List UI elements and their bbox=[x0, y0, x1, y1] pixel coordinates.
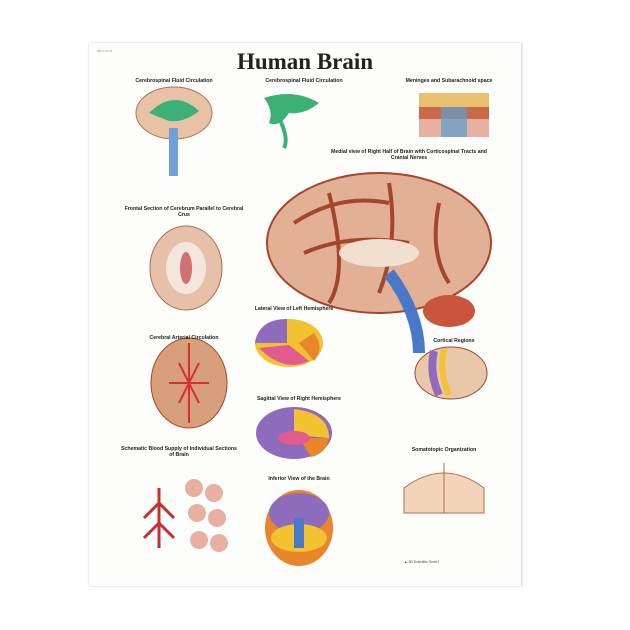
section-title-csf-2: Cerebrospinal Fluid Circulation bbox=[265, 78, 343, 84]
section-title-arterial: Cerebral Arterial Circulation bbox=[149, 335, 219, 341]
arterial-circulation-figure bbox=[150, 337, 228, 429]
product-code: VR 4 / 5 / 0 bbox=[97, 49, 113, 53]
inferior-view-figure bbox=[265, 490, 333, 566]
sagittal-view-figure bbox=[256, 407, 332, 459]
section-title-somatotopic: Somatotopic Organization bbox=[411, 447, 477, 453]
publisher-name: 3B Scientific GmbH bbox=[408, 560, 439, 564]
section-title-inferior: Inferior View of the Brain bbox=[268, 476, 330, 482]
publisher-logo: ▲ 3B Scientific GmbH bbox=[404, 560, 439, 564]
somatotopic-figure bbox=[403, 463, 485, 514]
lateral-view-figure bbox=[255, 319, 323, 367]
csf-sagittal-figure bbox=[135, 86, 213, 176]
section-title-frontal: Frontal Section of Cerebrum Parallel to … bbox=[124, 206, 244, 218]
poster-title: Human Brain bbox=[236, 49, 374, 74]
poster: VR 4 / 5 / 0 Human Brain bbox=[89, 43, 522, 586]
section-title-medial: Medial view of Right Half of Brain with … bbox=[331, 149, 487, 161]
frontal-section-figure bbox=[149, 225, 223, 311]
section-title-sagittal: Sagittal View of Right Hemisphere bbox=[256, 396, 342, 402]
section-title-csf-1: Cerebrospinal Fluid Circulation bbox=[135, 78, 213, 84]
meninges-figure bbox=[419, 93, 489, 137]
ventricles-figure bbox=[264, 94, 319, 149]
cortical-regions-figure bbox=[414, 346, 488, 400]
section-title-lateral: Lateral View of Left Hemisphere bbox=[254, 306, 334, 312]
section-title-cortical: Cortical Regions bbox=[433, 338, 475, 344]
illustrations bbox=[135, 86, 492, 566]
section-title-schematic: Schematic Blood Supply of Individual Sec… bbox=[121, 446, 237, 458]
section-title-meninges: Meninges and Subarachnoid space bbox=[405, 78, 493, 84]
medial-brain-figure bbox=[266, 172, 492, 354]
schematic-blood-supply-figure bbox=[142, 479, 228, 552]
